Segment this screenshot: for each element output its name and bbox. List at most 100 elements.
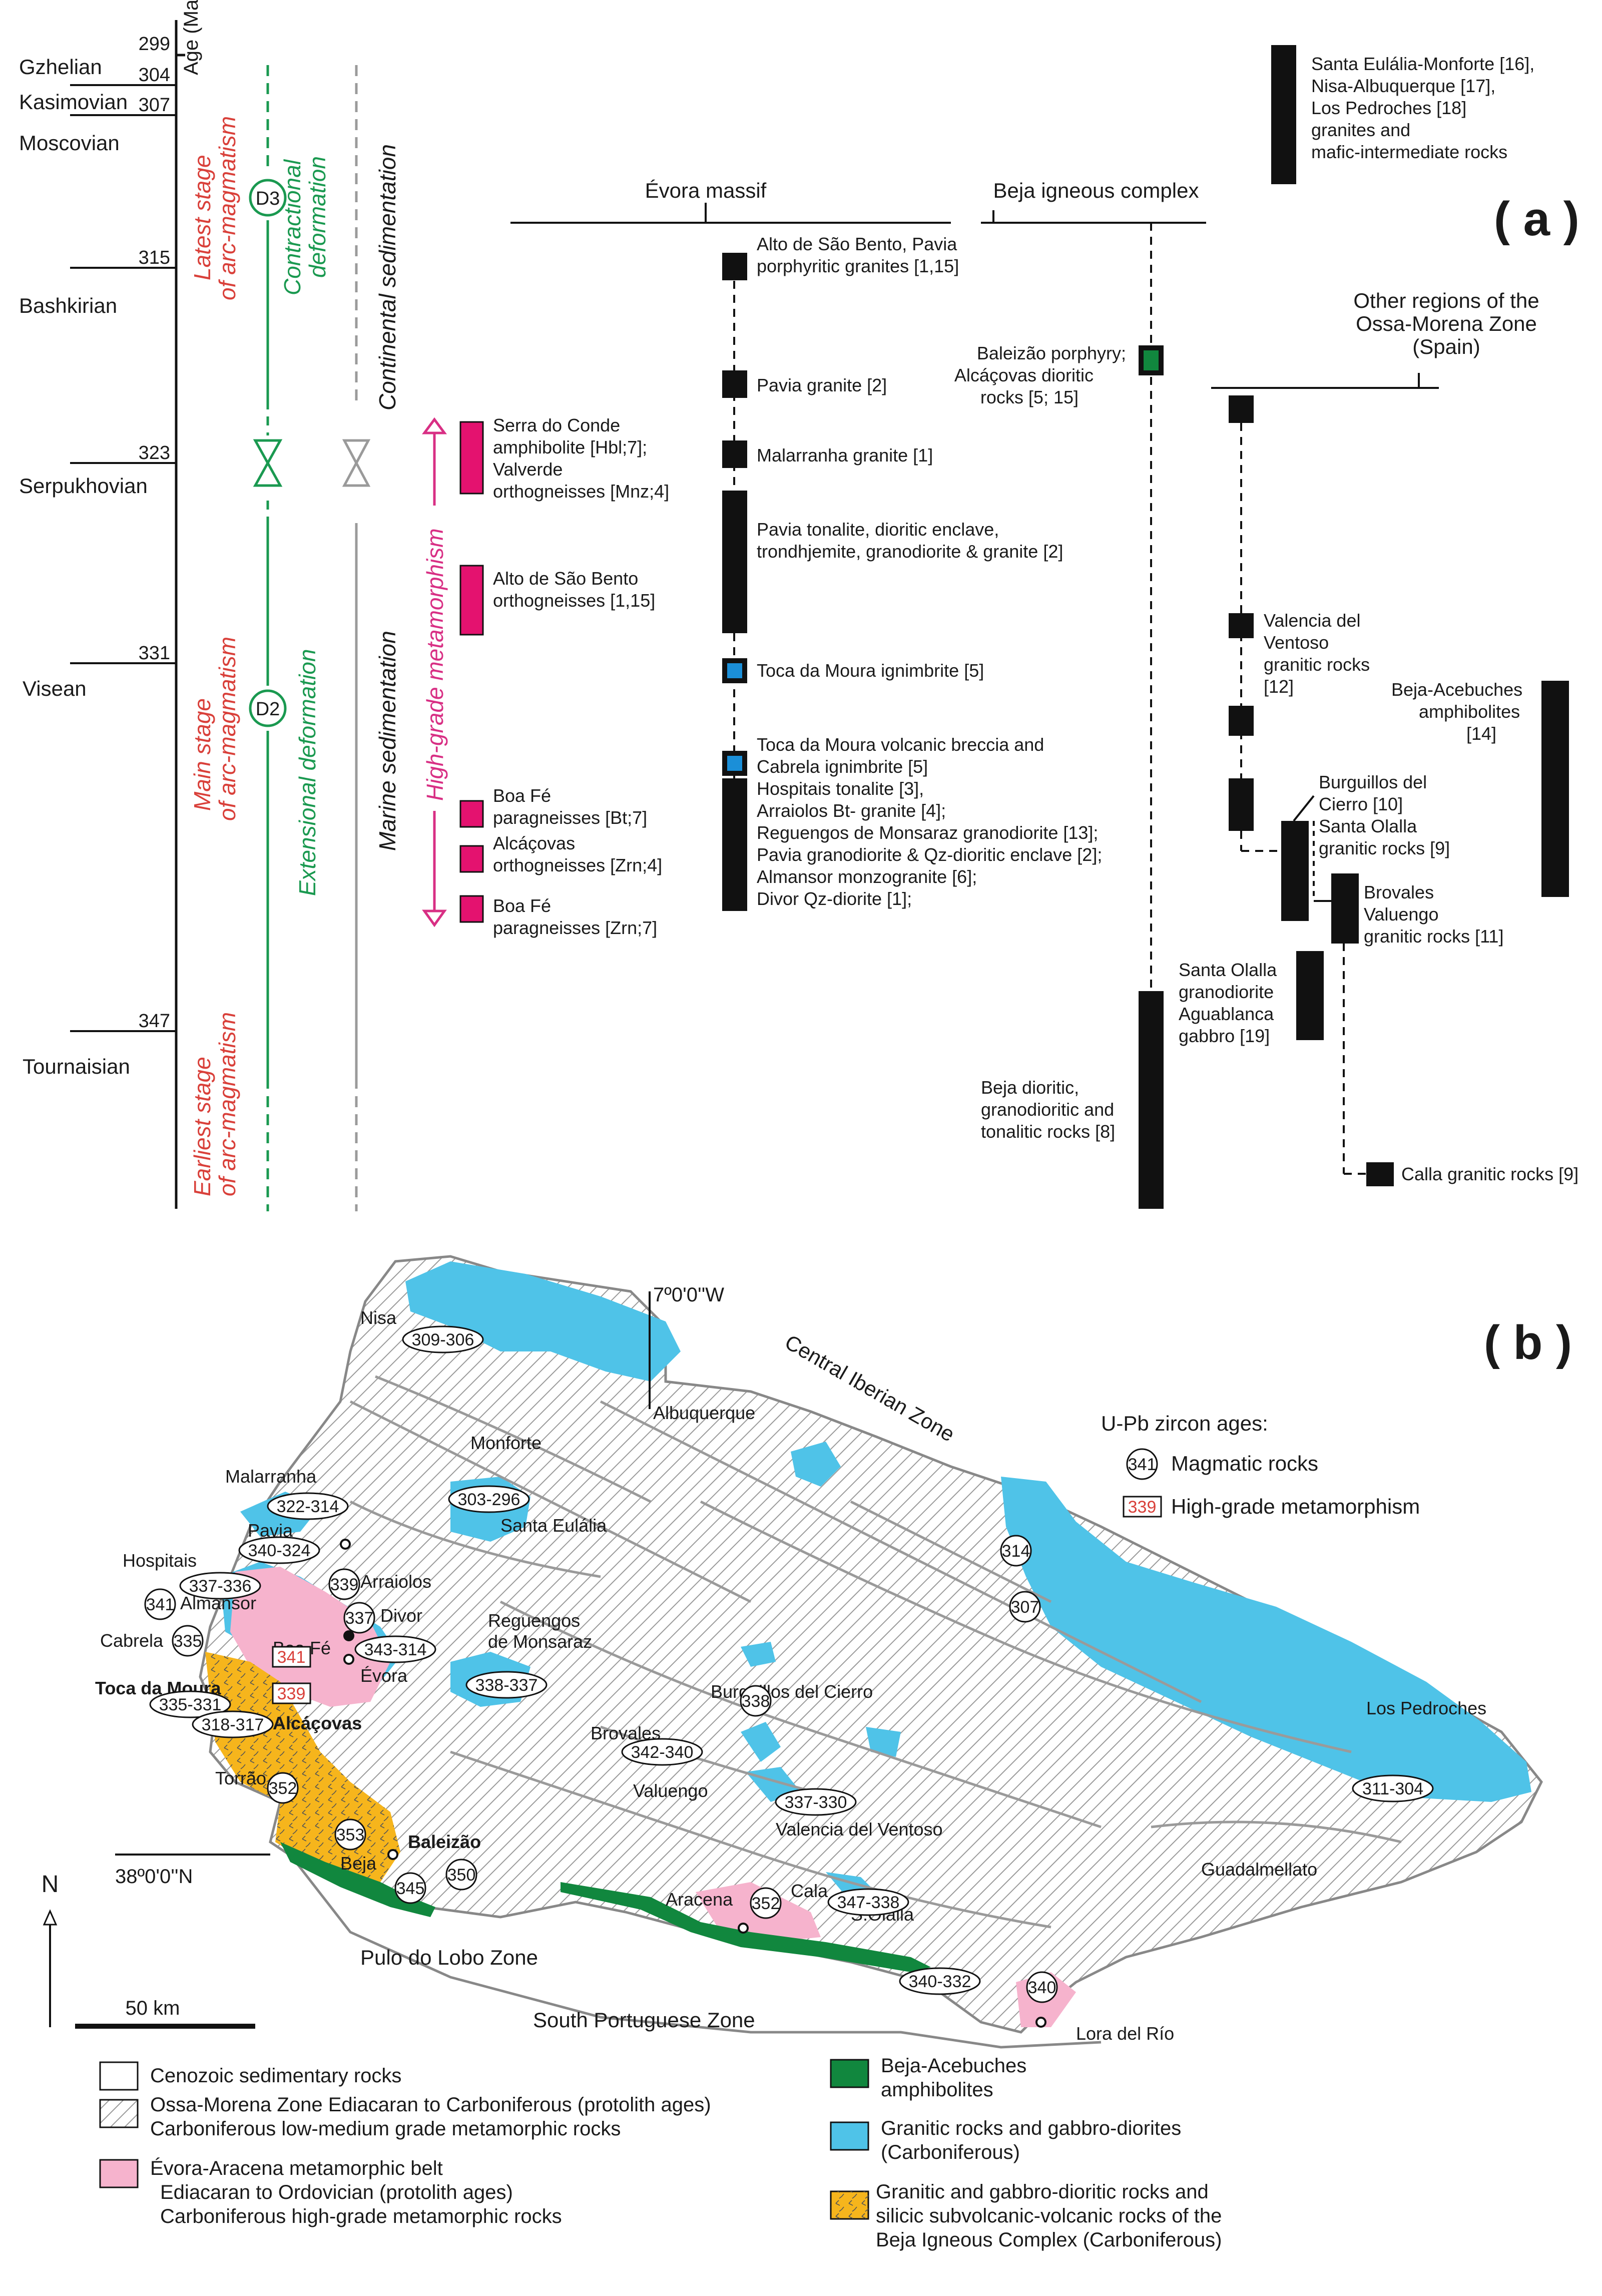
latest-stage-label: Latest stage [189, 155, 215, 280]
place-label: Guadalmellato [1201, 1859, 1317, 1880]
stage-label: Visean [23, 677, 87, 700]
panel-b: ( b ) [42, 1255, 1572, 2251]
tick-label: 315 [139, 247, 170, 268]
meta-age-label: 341 [277, 1648, 306, 1667]
age-label: 350 [447, 1866, 476, 1885]
parallel-label: 38º0'0''N [115, 1866, 193, 1888]
zone-label: South Portuguese Zone [533, 2008, 755, 2032]
evora-volcanic-marker [727, 663, 742, 678]
place-label: Valencia del Ventoso [776, 1819, 943, 1840]
contractional-label: Contractional [279, 159, 305, 295]
extensional-label: Extensional deformation [294, 649, 320, 896]
town-markers [340, 1539, 1046, 2028]
other-bar [1229, 613, 1254, 638]
other-bar [1281, 821, 1309, 921]
panel-b-label: ( b ) [1484, 1316, 1572, 1369]
age-label: 340 [1028, 1978, 1056, 1997]
other-bar [1229, 778, 1254, 831]
meta-bar [459, 845, 484, 873]
legend-swatch-amphibolites [830, 2059, 869, 2088]
deformation-line [253, 65, 283, 1211]
evora-label: Pavia granite [2] [757, 375, 887, 395]
other-label: Calla granitic rocks [9] [1401, 1164, 1578, 1184]
stage-label: Moscovian [19, 131, 120, 155]
tick-label: 299 [139, 34, 170, 55]
latest-stage-label: of arc-magmatism [214, 116, 240, 300]
age-label: 318-317 [202, 1715, 264, 1734]
place-label: Divor [380, 1605, 422, 1626]
axis-title: Age (Ma) [180, 0, 202, 75]
age-label: 343-314 [364, 1640, 427, 1659]
age-label: 341 [146, 1595, 175, 1614]
evora-bar [722, 491, 747, 633]
map-outer-boundary [279, 1841, 1102, 2049]
place-label: Évora [360, 1665, 408, 1686]
stage-label: Serpukhovian [19, 474, 148, 498]
meta-age-markers: 341 339 [272, 1646, 311, 1704]
age-label: 338 [742, 1692, 770, 1711]
legend-cenozoic: Cenozoic sedimentary rocks [150, 2065, 401, 2087]
beja-column [1139, 223, 1164, 1209]
legend-swatch-omz [99, 2099, 139, 2128]
place-label: Lora del Río [1076, 2023, 1174, 2044]
d2-label: D2 [256, 699, 280, 720]
place-label: Los Pedroches [1366, 1698, 1486, 1718]
place-label: Albuquerque [653, 1403, 755, 1423]
place-label: Reguengos [488, 1610, 580, 1631]
other-label: Santa Eulália-Monforte [16],Nisa-Albuque… [1311, 54, 1534, 162]
meta-age-label: 339 [277, 1684, 306, 1703]
place-label: Nisa [360, 1307, 397, 1328]
tick-label: 331 [139, 643, 170, 664]
stage-label: Tournaisian [23, 1055, 130, 1078]
map-legend: Cenozoic sedimentary rocks Ossa-Morena Z… [99, 2055, 1222, 2251]
age-label: 339 [330, 1575, 359, 1594]
north-arrow [43, 1909, 58, 2027]
place-label: Baleizão [408, 1831, 481, 1852]
panel-a: ( a ) Age (Ma) 299 304 307 315 323 331 3… [19, 0, 1579, 1211]
place-label: Malarranha [225, 1466, 317, 1487]
place-label: Hospitais [123, 1550, 197, 1571]
main-stage-label: of arc-magmatism [214, 637, 240, 821]
age-label: 337-330 [785, 1793, 847, 1812]
continental-label: Continental sedimentation [374, 144, 400, 410]
other-bar [1229, 395, 1254, 423]
evora-label: Malarranha granite [1] [757, 445, 933, 466]
tick-label: 323 [139, 442, 170, 464]
place-label: Cala [791, 1881, 828, 1901]
age-label: 335-331 [159, 1695, 222, 1714]
axis-ticks [70, 54, 185, 1032]
age-label: 322-314 [277, 1497, 339, 1516]
evora-bar [722, 440, 747, 468]
meridian-label: 7º0'0''W [653, 1284, 724, 1306]
boa-fe-marker [343, 1630, 354, 1641]
stage-label: Bashkirian [19, 294, 117, 317]
age-label: 307 [1011, 1598, 1039, 1617]
meta-bar [459, 421, 484, 495]
stage-label: Kasimovian [19, 90, 128, 114]
age-legend-title: U-Pb zircon ages: [1101, 1412, 1268, 1435]
place-label: Aracena [666, 1889, 733, 1910]
tick-label: 307 [139, 95, 170, 116]
scale-label: 50 km [126, 1997, 180, 2019]
metamorphism-arrow [422, 417, 447, 928]
marine-label: Marine sedimentation [374, 631, 400, 851]
zone-label: Pulo do Lobo Zone [360, 1946, 538, 1969]
age-label: 303-296 [458, 1490, 520, 1509]
age-label: 347-338 [837, 1893, 900, 1912]
place-label: de Monsaraz [488, 1631, 592, 1652]
age-label: 337-336 [189, 1577, 252, 1596]
place-label: Arraiolos [360, 1571, 431, 1592]
evora-volcanic-marker [727, 756, 742, 771]
meta-bar [459, 895, 484, 923]
place-label: Alcáçovas [273, 1713, 362, 1733]
